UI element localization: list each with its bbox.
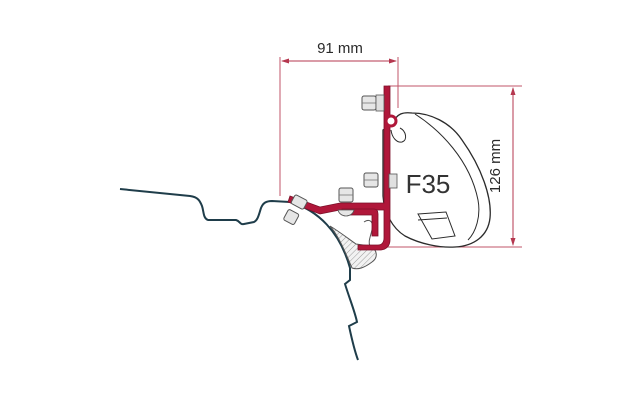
bolt-left: [283, 194, 308, 225]
bolt-top: [361, 94, 398, 128]
adapter-bracket: [287, 85, 391, 251]
awning-casing: F35: [382, 112, 491, 248]
model-label: F35: [406, 169, 451, 199]
bolt-middle: [363, 172, 398, 189]
height-label: 126 mm: [487, 139, 504, 193]
width-label: 91 mm: [317, 40, 363, 57]
gutter-clamp: [329, 219, 377, 270]
bolt-lower: [337, 187, 355, 217]
vehicle-roof-profile: [119, 188, 359, 361]
width-dimension: 91 mm: [279, 40, 399, 196]
